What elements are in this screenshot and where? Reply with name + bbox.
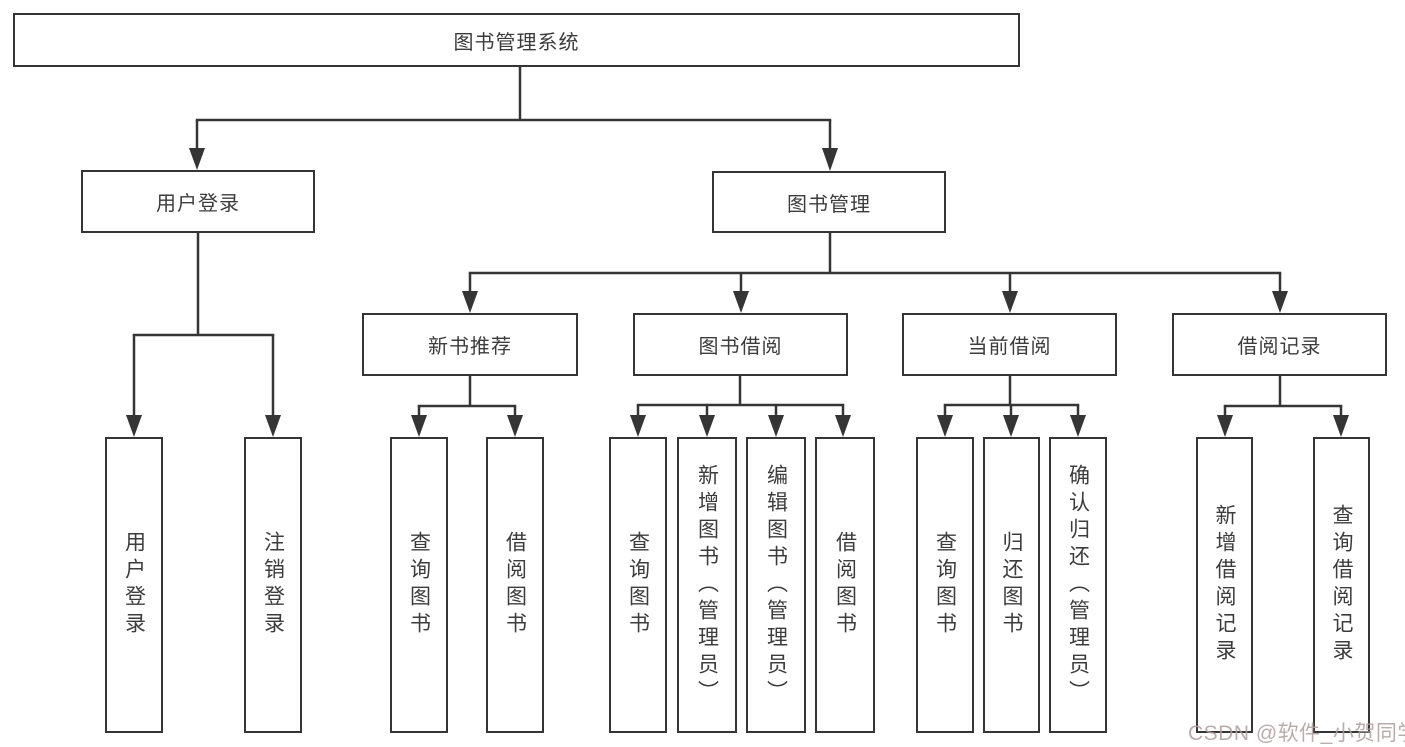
- leaf-recommend-borrow-books: 借阅图书: [486, 437, 544, 733]
- leaf-borrowing-query-books: 查询图书: [609, 437, 667, 733]
- node-user-login: 用户登录: [81, 170, 315, 233]
- leaf-borrowing-add-books-admin-label: 新增图书（管理员）: [695, 463, 719, 707]
- leaf-borrowing-borrow-books-label: 借阅图书: [833, 531, 857, 639]
- leaf-current-return-books: 归还图书: [983, 437, 1040, 733]
- node-new-book-recommend: 新书推荐: [362, 313, 578, 376]
- leaf-borrowing-query-books-label: 查询图书: [626, 531, 650, 639]
- node-current-borrowing: 当前借阅: [902, 313, 1117, 376]
- leaf-recommend-query-books-label: 查询图书: [407, 531, 431, 639]
- leaf-borrowing-add-books-admin: 新增图书（管理员）: [677, 437, 737, 733]
- node-root-label: 图书管理系统: [453, 31, 580, 54]
- leaf-borrowing-borrow-books: 借阅图书: [815, 437, 875, 733]
- leaf-records-add-record: 新增借阅记录: [1196, 437, 1253, 733]
- leaf-borrowing-edit-books-admin: 编辑图书（管理员）: [746, 437, 806, 733]
- leaf-records-query-record-label: 查询借阅记录: [1330, 504, 1353, 666]
- leaf-current-query-books-label: 查询图书: [933, 531, 957, 639]
- node-current-borrowing-label: 当前借阅: [967, 336, 1052, 358]
- leaf-borrowing-edit-books-admin-label: 编辑图书（管理员）: [764, 463, 788, 707]
- leaf-records-add-record-label: 新增借阅记录: [1213, 504, 1236, 666]
- node-book-management: 图书管理: [712, 171, 946, 233]
- leaf-current-confirm-return-admin: 确认归还（管理员）: [1049, 437, 1107, 733]
- node-new-book-recommend-label: 新书推荐: [428, 336, 512, 358]
- leaf-logout: 注销登录: [244, 437, 302, 733]
- leaf-user-login-label: 用户登录: [122, 531, 146, 639]
- node-borrowing-records-label: 借阅记录: [1237, 336, 1322, 358]
- leaf-current-query-books: 查询图书: [916, 437, 974, 733]
- leaf-recommend-borrow-books-label: 借阅图书: [503, 531, 527, 639]
- leaf-records-query-record: 查询借阅记录: [1313, 437, 1370, 733]
- csdn-watermark: CSDN @软件_小贺同学: [1188, 722, 1405, 745]
- leaf-logout-label: 注销登录: [261, 531, 285, 639]
- leaf-current-return-books-label: 归还图书: [1000, 531, 1023, 639]
- leaf-user-login: 用户登录: [105, 437, 163, 733]
- node-root-system: 图书管理系统: [13, 13, 1020, 67]
- node-book-management-label: 图书管理: [787, 193, 871, 216]
- node-book-borrowing-label: 图书借阅: [698, 336, 783, 358]
- leaf-recommend-query-books: 查询图书: [390, 437, 448, 733]
- node-borrowing-records: 借阅记录: [1172, 313, 1387, 376]
- leaf-current-confirm-return-admin-label: 确认归还（管理员）: [1066, 463, 1090, 707]
- node-book-borrowing: 图书借阅: [633, 313, 848, 376]
- node-user-login-label: 用户登录: [156, 193, 240, 215]
